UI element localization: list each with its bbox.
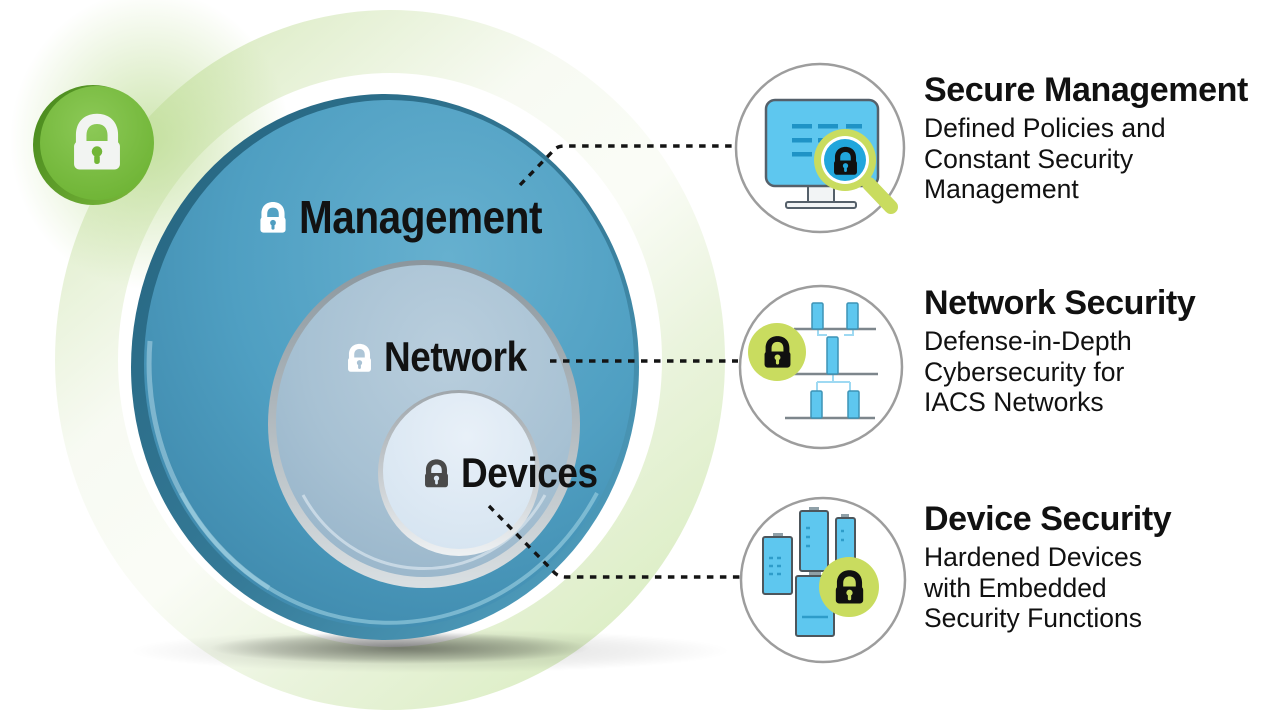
callout-title: Device Security [924,500,1172,538]
device-security-callout: Device Security Hardened Devices with Em… [924,501,1280,634]
lock-icon [348,343,371,372]
lock-icon [74,113,120,170]
lock-icon [834,146,857,175]
lock-icon [764,336,791,368]
callout-title: Network Security [924,284,1196,322]
callout-line: Management [924,174,1079,204]
lock-icon [260,202,286,233]
callout-line: with Embedded [924,572,1107,603]
secure-management-callout: Secure Management Defined Policies and C… [924,72,1280,205]
callout-line: IACS Networks [924,387,1104,417]
dashed-connectors [487,144,740,579]
connector-management [518,144,735,187]
devices-label-text: Devices [461,449,598,496]
callout-line: Defense-in-Depth [924,326,1132,356]
callout-line: Cybersecurity for [924,356,1125,387]
callout-line: Hardened Devices [924,542,1143,572]
management-label-text: Management [299,191,543,243]
devices-lock-icon [762,507,879,637]
management-ring-label: Management [256,190,575,244]
network-security-callout: Network Security Defense-in-Depth Cybers… [924,285,1280,418]
lock-icon [425,459,448,488]
drop-shadow-core [210,632,590,664]
network-security-callout-circle [738,284,904,450]
callout-line: Security Functions [924,603,1142,633]
callout-line: Defined Policies and [924,113,1166,143]
network-ring-label: Network [344,333,546,381]
connector-devices [487,504,740,579]
callout-line: Constant Security [924,143,1134,174]
security-badge [33,85,154,205]
devices-ring-label: Devices [421,449,616,497]
secure-management-callout-circle [734,62,906,234]
lock-icon [835,570,864,604]
network-label-text: Network [384,333,527,380]
network-lock-icon [748,302,878,420]
device-security-callout-circle [739,496,907,664]
monitor-magnifier-lock-icon [764,98,898,214]
callout-title: Secure Management [924,71,1248,109]
